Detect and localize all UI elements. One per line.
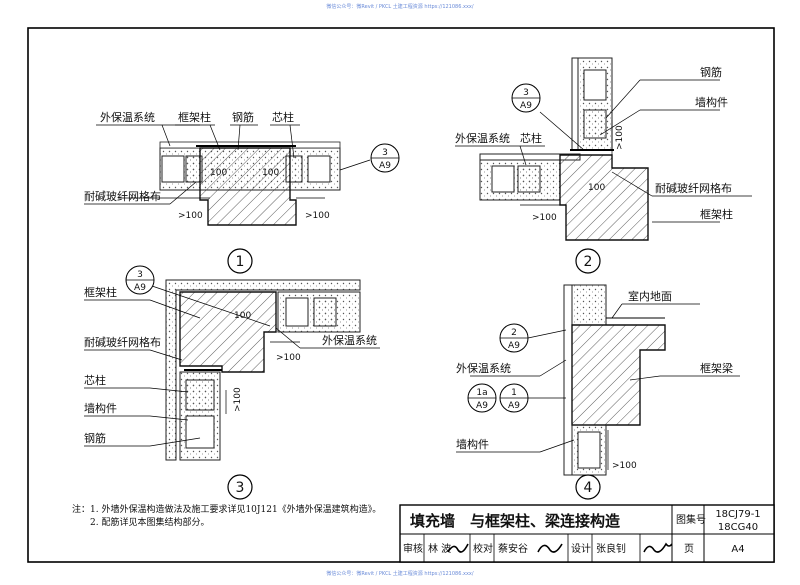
block	[583, 69, 607, 101]
ref-top: 2	[511, 328, 517, 338]
insulation-layer	[571, 57, 579, 151]
detail-2: 100 >100 >100 钢筋 墙构件 外保温系统 芯柱 耐碱玻纤网格布 框架…	[455, 57, 752, 274]
atlas-number: 18CG40	[718, 522, 758, 533]
dim-label: 100	[262, 168, 279, 178]
ref-top: 3	[523, 88, 529, 98]
frame-column	[559, 154, 649, 241]
label-insulation: 外保温系统	[455, 131, 510, 145]
ref-top: 3	[137, 270, 143, 280]
label-rebar: 钢筋	[232, 110, 254, 124]
dim-label: >100	[178, 211, 203, 221]
detail-number-circle	[575, 474, 601, 500]
note-item: 1. 外墙外保温构造做法及施工要求详见10J121《外墙外保温建筑构造》。	[90, 503, 381, 515]
frame-beam	[571, 324, 666, 426]
dim-label: 100	[210, 168, 227, 178]
label-mesh: 耐碱玻纤网格布	[655, 181, 732, 195]
block	[491, 165, 515, 193]
ref-bottom: A9	[508, 341, 520, 351]
design-label: 设计	[571, 542, 591, 555]
reviewer-signature	[447, 543, 469, 553]
core-column	[583, 109, 607, 139]
frame-column	[179, 291, 277, 373]
label-core-column: 芯柱	[520, 131, 542, 145]
label-mesh: 耐碱玻纤网格布	[84, 335, 161, 349]
detail-number-circle	[227, 474, 253, 500]
reviewer-name: 林 波	[428, 542, 451, 555]
label-frame-column: 框架柱	[178, 110, 211, 124]
dim-label: >100	[305, 211, 330, 221]
dim-label: 100	[234, 311, 251, 321]
notes-prefix: 注：	[72, 503, 90, 515]
label-core-column: 芯柱	[84, 373, 106, 387]
block	[307, 155, 331, 183]
dim-label: >100	[615, 125, 625, 150]
check-label: 校对	[473, 542, 493, 555]
label-core-column: 芯柱	[272, 110, 294, 124]
frame-column	[199, 147, 297, 226]
watermark-top: 微信公众号：微Revit / PKCL 土建工程资源 https://12108…	[326, 4, 474, 10]
block	[577, 431, 601, 469]
designer-name: 张良钊	[596, 542, 626, 555]
detail-number-circle	[575, 248, 601, 274]
core-column	[185, 379, 215, 411]
atlas-label: 图集号	[676, 513, 706, 526]
detail-number: 1	[236, 254, 245, 270]
dim-label: >100	[532, 213, 557, 223]
ref-bottom: A9	[508, 401, 520, 411]
review-label: 审核	[403, 542, 423, 555]
label-rebar: 钢筋	[700, 65, 722, 79]
dim-label: >100	[276, 353, 301, 363]
label-insulation: 外保温系统	[456, 361, 511, 375]
ref-bottom: A9	[520, 101, 532, 111]
title-block: 填充墙 与框架柱、梁连接构造 图集号 18CJ79-1 18CG40 审核 林 …	[399, 504, 775, 563]
atlas-number: 18CJ79-1	[715, 509, 760, 520]
label-insulation: 外保温系统	[322, 333, 377, 347]
ref-top: 1a	[476, 388, 487, 398]
designer-signature	[643, 542, 673, 553]
notes: 注： 1. 外墙外保温构造做法及施工要求详见10J121《外墙外保温建筑构造》。…	[72, 503, 381, 528]
label-indoor-floor: 室内地面	[628, 289, 672, 303]
label-frame-beam: 框架梁	[700, 361, 733, 375]
sheet-title: 填充墙 与框架柱、梁连接构造	[410, 512, 620, 530]
detail-4: >100 室内地面 外保温系统 框架梁 墙构件 2 A9 1a A9 1 A9 …	[456, 284, 740, 500]
ref-bottom: A9	[379, 161, 391, 171]
detail-1: 100 100 >100 >100 外保温系统 框架柱 钢筋 芯柱 耐碱玻纤网格…	[84, 110, 400, 274]
label-wall-component: 墙构件	[695, 95, 728, 109]
note-item: 2. 配筋详见本图集结构部分。	[90, 516, 209, 528]
page-label: 页	[684, 543, 694, 555]
label-wall-component: 墙构件	[84, 401, 117, 415]
detail-3: 100 >100 >100 框架柱 耐碱玻纤网格布 芯柱 墙构件 钢筋 外保温系…	[84, 265, 380, 500]
label-frame-column: 框架柱	[84, 285, 117, 299]
block	[161, 155, 185, 183]
detail-number-circle	[227, 248, 253, 274]
label-wall-component: 墙构件	[456, 437, 489, 451]
block	[185, 415, 215, 449]
ref-top: 3	[382, 148, 388, 158]
block	[285, 297, 309, 327]
ref-top: 1	[511, 388, 517, 398]
checker-signature	[537, 543, 563, 553]
block	[313, 297, 337, 327]
dim-label: 100	[588, 183, 605, 193]
watermark-bottom: 微信公众号：微Revit / PKCL 土建工程资源 https://12108…	[326, 571, 474, 577]
label-frame-column: 框架柱	[700, 207, 733, 221]
core-column	[517, 165, 541, 193]
wall-vertical	[571, 284, 607, 326]
detail-number: 2	[584, 254, 593, 270]
ref-bottom: A9	[476, 401, 488, 411]
detail-number: 4	[584, 480, 593, 496]
label-mesh: 耐碱玻纤网格布	[84, 189, 161, 203]
page-number: A4	[731, 544, 744, 555]
checker-name: 蔡安谷	[498, 542, 528, 555]
insulation-layer	[563, 284, 573, 476]
label-rebar: 钢筋	[84, 431, 106, 445]
dim-label: >100	[612, 461, 637, 471]
ref-bottom: A9	[134, 283, 146, 293]
dim-label: >100	[233, 387, 243, 412]
insulation-layer	[165, 279, 361, 461]
detail-number: 3	[236, 480, 245, 496]
label-insulation: 外保温系统	[100, 110, 155, 124]
